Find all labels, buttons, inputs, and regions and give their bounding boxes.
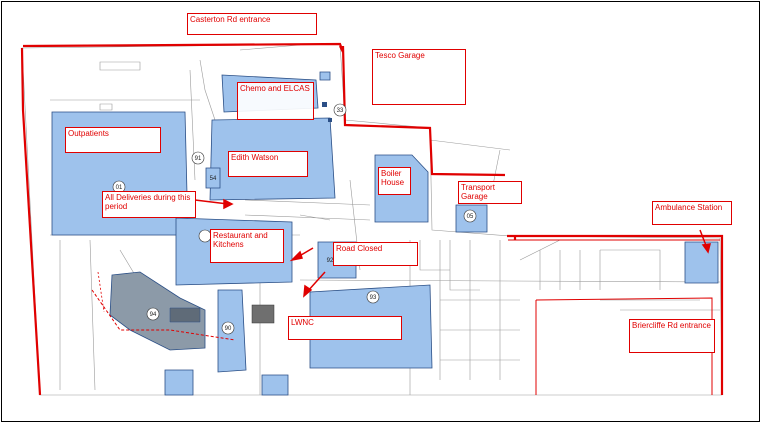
building-54 <box>205 167 221 189</box>
label-lwnc: LWNC <box>288 316 402 340</box>
label-transport-garage: Transport Garage <box>458 181 522 204</box>
building-small-chemo <box>319 71 331 81</box>
label-briercliffe-rd-entrance: Briercliffe Rd entrance <box>629 319 715 353</box>
building-number: 90 <box>225 326 232 332</box>
building-number: 91 <box>195 156 202 162</box>
label-all-deliveries: All Deliveries during this period <box>102 191 196 218</box>
building-south-1 <box>164 369 194 396</box>
label-ambulance-station: Ambulance Station <box>652 201 732 225</box>
route-boundary-thin <box>508 239 720 395</box>
dashed-route <box>91 289 236 341</box>
building-number: 94 <box>150 312 157 318</box>
building-number: 33 <box>337 108 344 114</box>
building-number: 93 <box>370 295 377 301</box>
label-tesco-garage: Tesco Garage <box>372 49 466 105</box>
label-road-closed: Road Closed <box>333 242 418 266</box>
building-number: 01 <box>116 185 123 191</box>
arrows <box>194 198 711 298</box>
dark-block <box>251 304 275 324</box>
label-restaurant-kitchens: Restaurant and Kitchens <box>210 229 284 263</box>
building-ambulance-station <box>684 241 719 284</box>
label-edith-watson: Edith Watson <box>228 151 308 177</box>
building-number: 05 <box>467 214 474 220</box>
label-chemo-elcas: Chemo and ELCAS <box>237 82 314 120</box>
route-boundary <box>20 42 724 396</box>
building-south-2 <box>261 374 289 396</box>
building-number: 54 <box>210 176 217 182</box>
label-outpatients: Outpatients <box>65 127 161 153</box>
label-boiler-house: Boiler House <box>378 167 411 195</box>
label-casterton-rd-entrance: Casterton Rd entrance <box>187 13 317 35</box>
building-number: 92 <box>327 258 334 264</box>
